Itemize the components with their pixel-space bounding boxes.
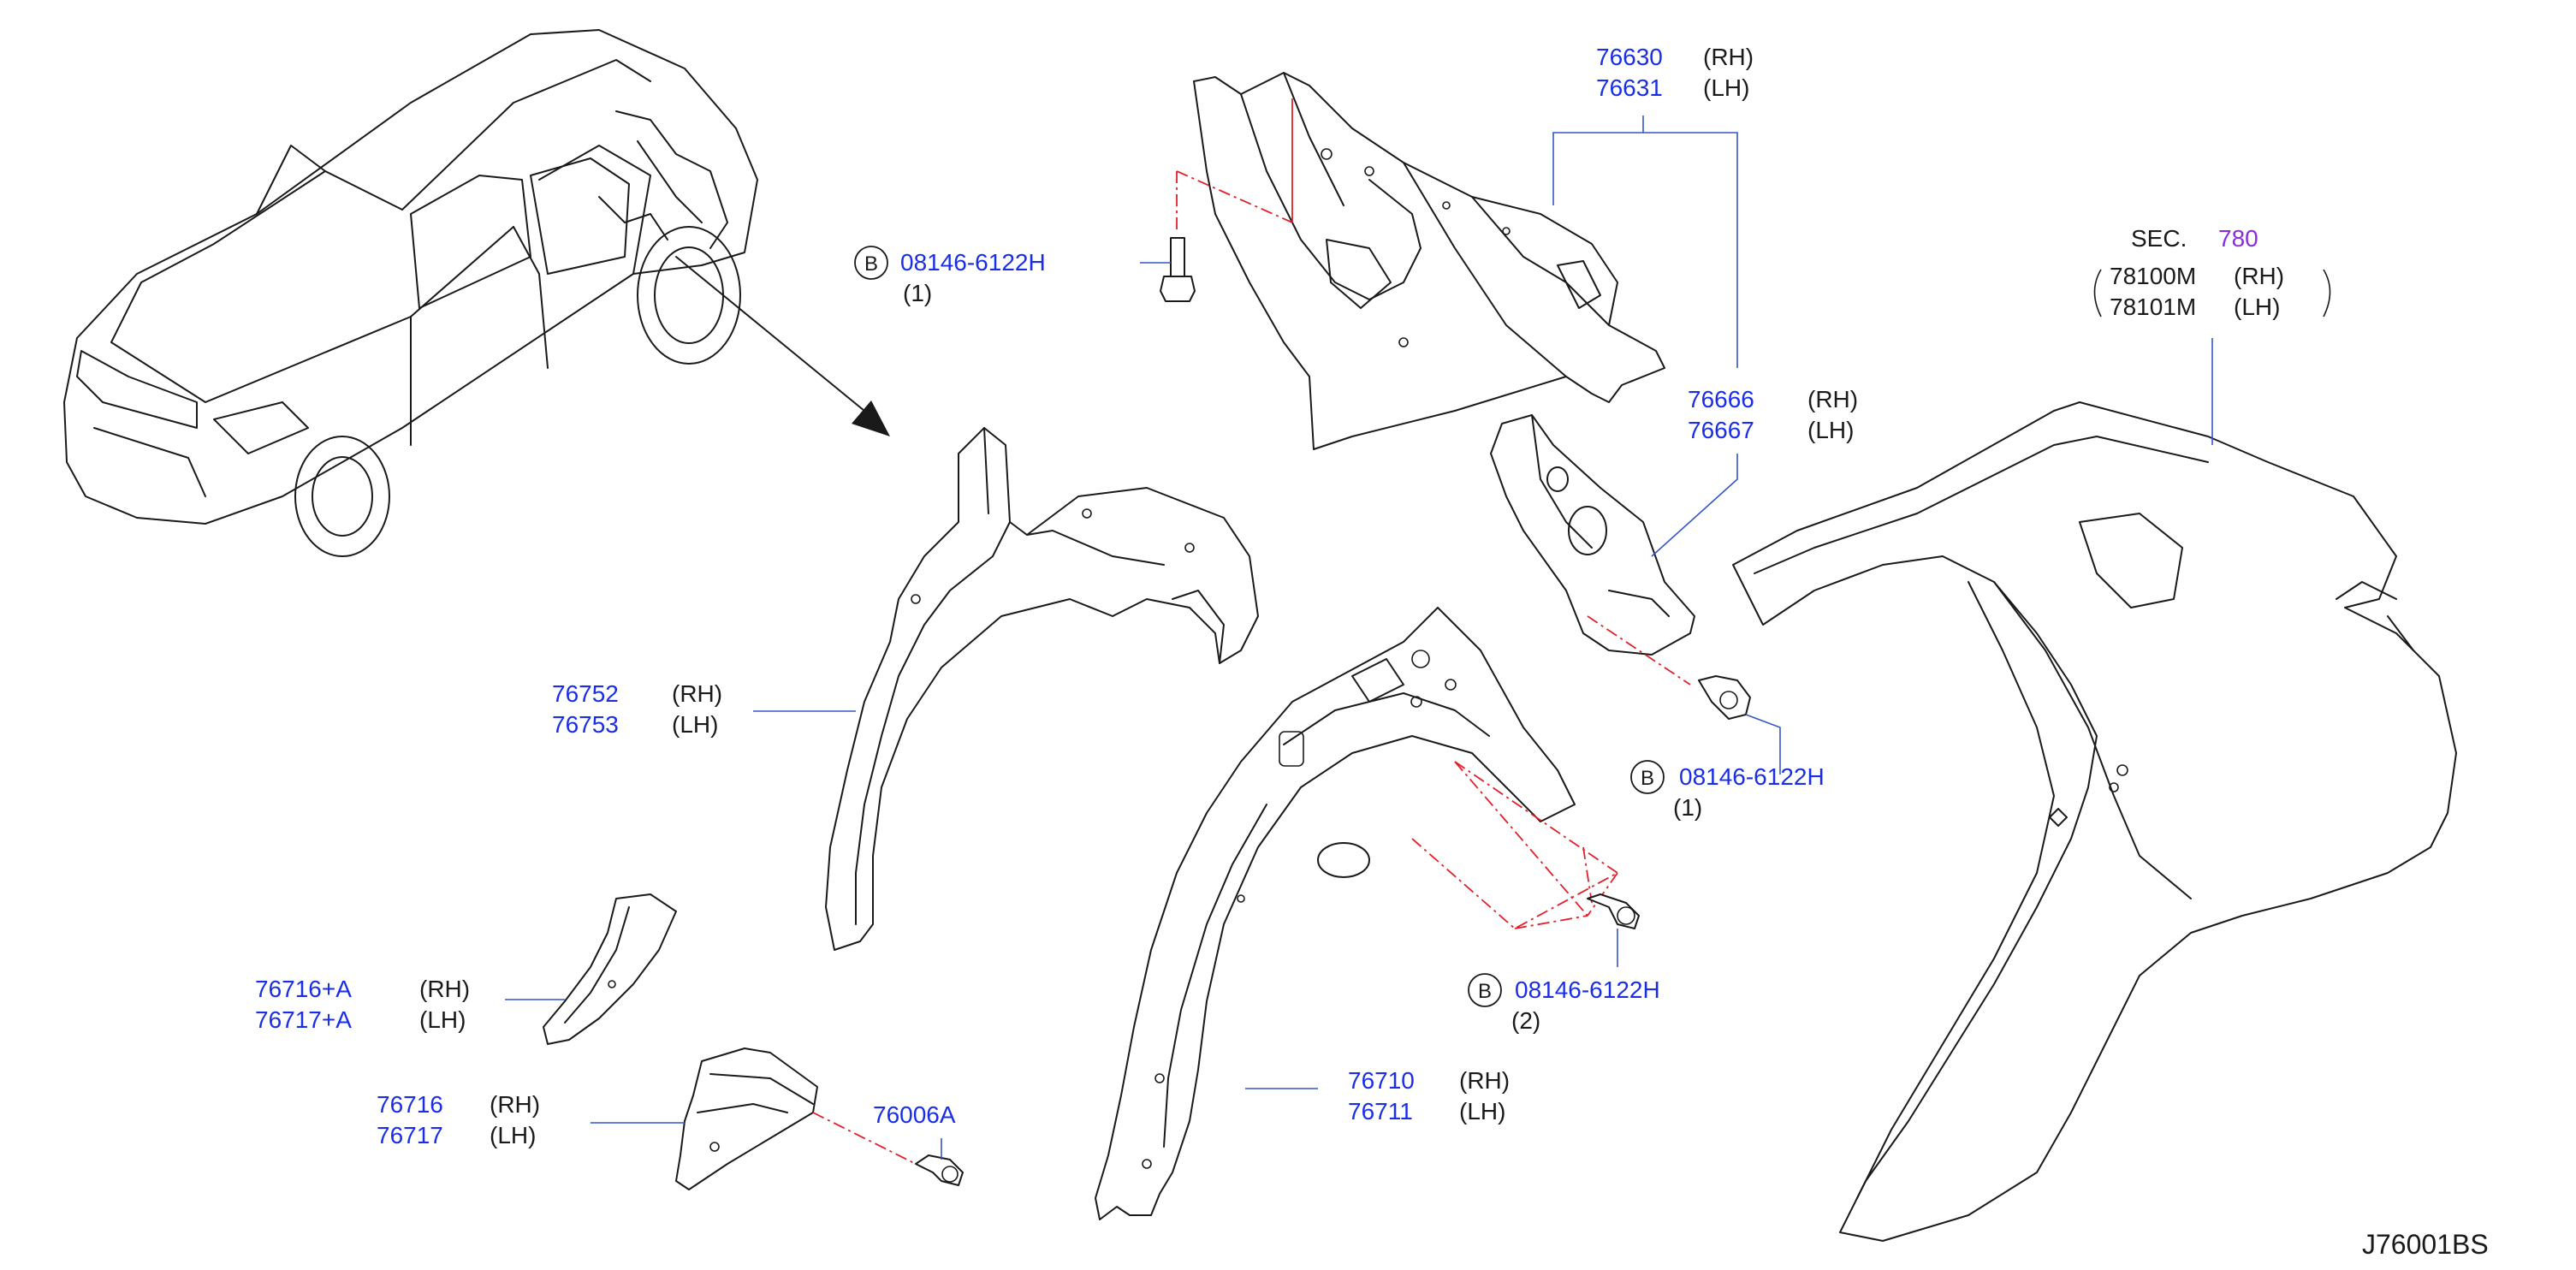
callout-arrow-head: [852, 401, 890, 436]
part-number-bolt: 08146-6122H: [1515, 976, 1660, 1003]
svg-text:(1): (1): [1673, 794, 1702, 821]
bolt-badge-icon: [1468, 973, 1502, 1007]
svg-text:(RH): (RH): [1459, 1067, 1510, 1094]
svg-text:(LH): (LH): [419, 1006, 466, 1033]
svg-text:B: B: [864, 252, 878, 276]
part-number-76710: 76710: [1348, 1067, 1415, 1094]
leader-76666: [1651, 454, 1738, 557]
svg-text:(1): (1): [903, 280, 932, 306]
part-number-76666: 76666: [1688, 386, 1754, 412]
bolt-badge-icon: [1630, 760, 1665, 794]
part-number-76753: 76753: [552, 711, 619, 738]
label-76710: 76710 (RH) 76711 (LH): [1348, 1067, 1510, 1125]
svg-text:(RH): (RH): [1807, 386, 1858, 412]
label-76630: 76630 (RH) 76631 (LH): [1596, 44, 1754, 101]
bolt-badge-icon: [854, 246, 888, 280]
bolt-icon: [1698, 675, 1751, 720]
part-number-76716a: 76716+A: [255, 976, 352, 1002]
svg-text:B: B: [1641, 767, 1654, 790]
svg-text:(LH): (LH): [672, 711, 718, 738]
part-number-76631: 76631: [1596, 74, 1663, 101]
section-reference: 780: [2218, 225, 2258, 252]
bracket-part: [1490, 414, 1695, 656]
extension-a-part: [543, 893, 677, 1045]
part-number-76630: 76630: [1596, 44, 1663, 70]
part-number-76711: 76711: [1348, 1098, 1413, 1125]
callout-arrow: [675, 256, 865, 412]
svg-text:B: B: [1478, 980, 1492, 1003]
svg-text:(LH): (LH): [1459, 1098, 1505, 1125]
svg-text:SEC.: SEC.: [2131, 225, 2187, 252]
label-76752: 76752 (RH) 76753 (LH): [552, 680, 722, 738]
label-bolt-1: B 08146-6122H (1): [854, 246, 1046, 306]
wheel-house-inner-part: [1095, 607, 1576, 1220]
part-number-76006a: 76006A: [873, 1101, 956, 1128]
label-bolt-2: B 08146-6122H (1): [1630, 760, 1825, 821]
label-76666: 76666 (RH) 76667 (LH): [1688, 386, 1858, 443]
svg-text:(RH): (RH): [419, 976, 470, 1002]
part-number-78100m: 78100M: [2110, 263, 2196, 289]
label-76716: 76716 (RH) 76717 (LH): [377, 1091, 540, 1148]
svg-text:(RH): (RH): [1703, 44, 1754, 70]
svg-text:(LH): (LH): [490, 1122, 536, 1148]
outer-side-panel-part: [1732, 401, 2457, 1242]
svg-text:(LH): (LH): [1807, 417, 1854, 443]
part-number-76752: 76752: [552, 680, 619, 707]
part-number-76717: 76717: [377, 1122, 443, 1148]
label-bolt-3: B 08146-6122H (2): [1468, 973, 1660, 1034]
svg-text:(RH): (RH): [2234, 263, 2284, 289]
part-number-76716: 76716: [377, 1091, 443, 1118]
leader-76630: [1552, 132, 1738, 368]
part-number-bolt: 08146-6122H: [1679, 763, 1825, 790]
svg-text:(LH): (LH): [1703, 74, 1749, 101]
part-number-76667: 76667: [1688, 417, 1754, 443]
svg-text:(RH): (RH): [672, 680, 722, 707]
part-number-76717a: 76717+A: [255, 1006, 352, 1033]
svg-text:(2): (2): [1511, 1007, 1540, 1034]
wheel-house-outer-part: [825, 427, 1259, 951]
bolt-icon: [915, 1154, 964, 1186]
part-number-78101m: 78101M: [2110, 294, 2196, 320]
svg-text:(RH): (RH): [490, 1091, 540, 1118]
part-number-bolt: 08146-6122H: [900, 249, 1046, 276]
vehicle-overview-illustration: [63, 29, 758, 557]
extension-part: [675, 1047, 818, 1190]
svg-text:(LH): (LH): [2234, 294, 2280, 320]
label-76716a: 76716+A (RH) 76717+A (LH): [255, 976, 470, 1033]
diagram-code: J76001BS: [2362, 1229, 2489, 1260]
rear-pillar-part: [1193, 72, 1665, 450]
bolt-icon: [1587, 893, 1640, 929]
bolt-icon: [1160, 237, 1196, 302]
label-78100m: SEC. 780 78100M (RH) 78101M (LH): [2110, 225, 2284, 320]
